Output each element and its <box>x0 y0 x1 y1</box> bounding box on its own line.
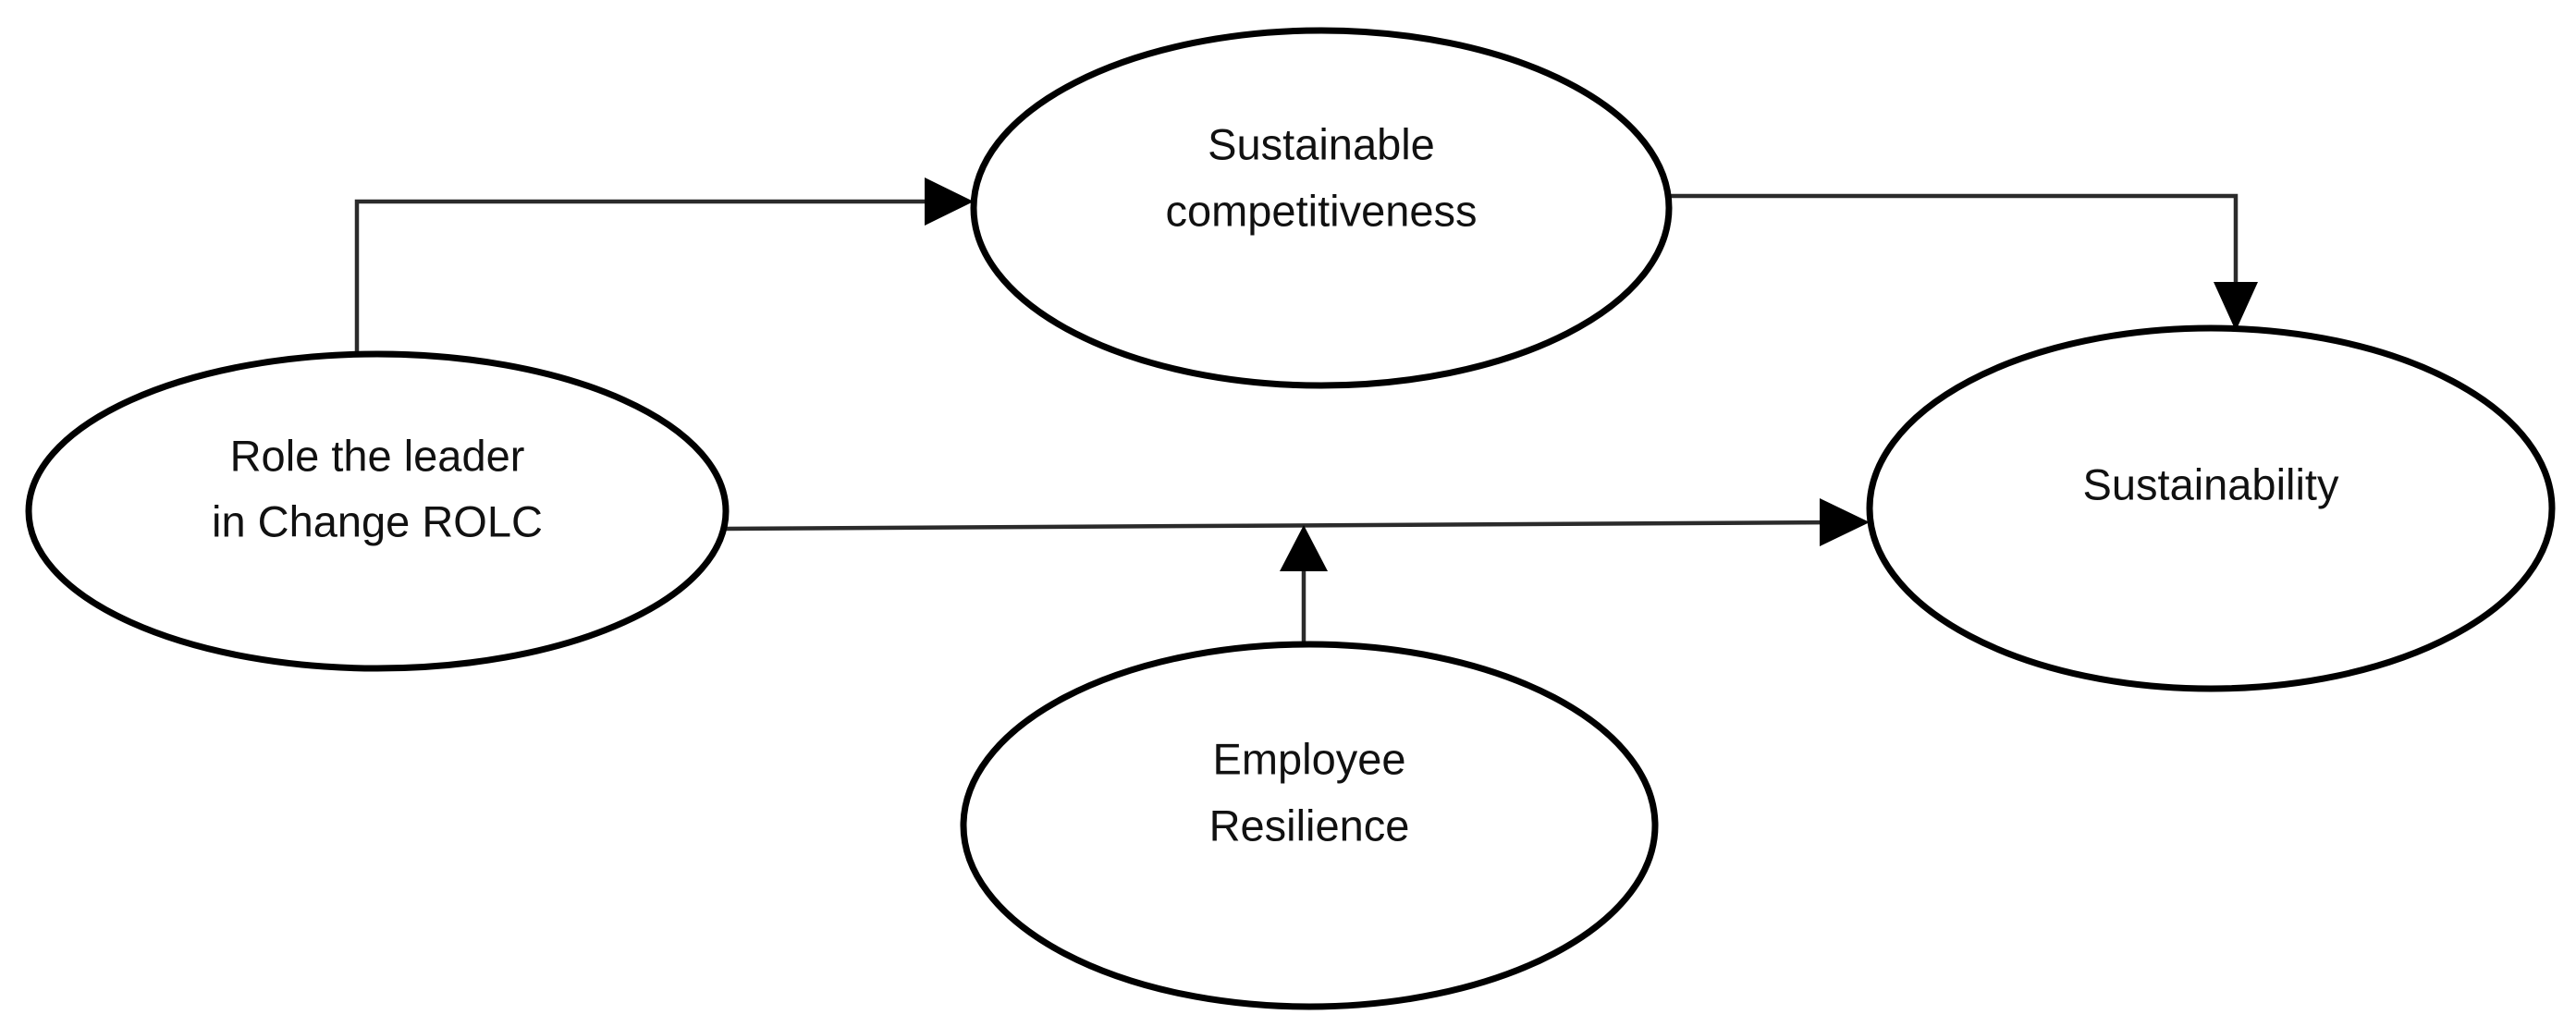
node-sustainability[interactable]: Sustainability <box>1866 324 2556 692</box>
node-rolc[interactable]: Role the leader in Change ROLC <box>25 350 730 672</box>
node-shape-sustainability <box>1866 324 2556 692</box>
edge-line-rolc-to-competitiveness <box>354 199 962 354</box>
node-sustainable-competitiveness[interactable]: Sustainable competitiveness <box>970 27 1673 389</box>
node-shape-sustainable-competitiveness <box>970 27 1673 389</box>
edge-rolc-to-sustainable-competitiveness[interactable] <box>354 177 974 354</box>
node-label-sustainability: Sustainability <box>2083 459 2339 508</box>
edge-rolc-to-sustainability[interactable] <box>723 498 1870 546</box>
node-label-resilience-line1: Employee <box>1213 734 1406 783</box>
edge-employee-resilience-to-link[interactable] <box>1280 525 1328 644</box>
node-label-competitiveness-line1: Sustainable <box>1208 119 1435 168</box>
edge-sustainable-competitiveness-to-sustainability[interactable] <box>1664 193 2258 331</box>
node-shape-rolc <box>25 350 730 672</box>
arrowhead-icon-to-sustainability-left <box>1820 498 1870 546</box>
node-employee-resilience[interactable]: Employee Resilience <box>960 641 1659 1010</box>
node-label-rolc-line1: Role the leader <box>230 431 525 480</box>
edge-line-competitiveness-to-sustainability <box>1664 193 2239 317</box>
arrowhead-icon-moderator-up <box>1280 525 1328 571</box>
arrowhead-icon-to-sustainability-top <box>2214 282 2258 331</box>
node-label-resilience-line2: Resilience <box>1209 801 1410 850</box>
node-shape-employee-resilience <box>960 641 1659 1010</box>
arrowhead-icon-to-competitiveness <box>925 177 974 226</box>
edge-line-rolc-to-sustainability <box>723 520 1846 532</box>
node-label-rolc-line2: in Change ROLC <box>212 496 543 545</box>
node-label-competitiveness-line2: competitiveness <box>1166 186 1478 235</box>
